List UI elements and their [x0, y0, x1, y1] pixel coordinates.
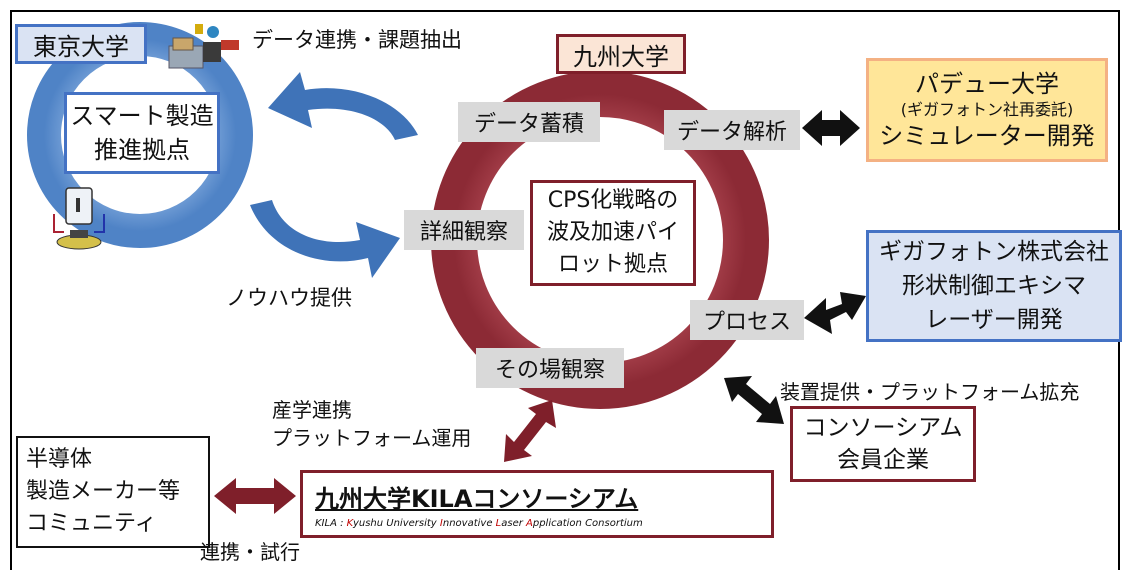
ring-label-onsite: その場観察 — [476, 348, 624, 388]
industry-arrow-label-line2: プラットフォーム運用 — [272, 426, 472, 450]
tokyo-name: 東京大学 — [33, 32, 129, 61]
kyushu-center-box: CPS化戦略の 波及加速パイ ロット拠点 — [530, 180, 696, 286]
kila-double-arrow — [504, 400, 556, 462]
tokyo-name-box: 東京大学 — [15, 24, 147, 64]
ring-label-process-text: プロセス — [702, 310, 791, 335]
top-arrow-label: データ連携・課題抽出 — [252, 28, 462, 52]
gigaphoton-box: ギガフォトン株式会社 形状制御エキシマ レーザー開発 — [866, 230, 1122, 342]
ring-label-detailed: 詳細観察 — [404, 210, 524, 250]
gigaphoton-line1: ギガフォトン株式会社 — [879, 239, 1109, 265]
purdue-double-arrow — [802, 110, 860, 146]
kila-sub-i: I — [439, 518, 443, 529]
kila-sub-aser: aser — [501, 518, 527, 529]
consortium-members-line2: 会員企業 — [837, 447, 929, 473]
gigaphoton-double-arrow — [804, 292, 866, 334]
machine-cluster-icon — [168, 24, 239, 69]
purdue-line2: (ギガフォトン社再委託) — [900, 100, 1074, 119]
ring-label-detailed-text: 詳細観察 — [419, 220, 508, 245]
frame-left-border — [10, 10, 12, 570]
industry-arrow-label: 産学連携 プラットフォーム運用 — [272, 396, 471, 452]
purdue-box: パデュー大学 (ギガフォトン社再委託) シミュレーター開発 — [866, 58, 1108, 162]
gigaphoton-line3: レーザー開発 — [925, 307, 1063, 333]
consortium-members-line1: コンソーシアム — [803, 415, 963, 441]
consortium-members-box: コンソーシアム 会員企業 — [790, 406, 976, 482]
bottom-curved-arrow — [250, 200, 400, 278]
smartphone-lab-icon — [53, 187, 105, 250]
kila-sub-pplication: pplication Consortium — [532, 518, 643, 529]
community-line3: コミュニティ — [26, 511, 157, 536]
top-curved-arrow — [268, 72, 418, 140]
kyushu-center-line3: ロット拠点 — [557, 252, 668, 277]
community-line1: 半導体 — [26, 447, 93, 472]
kila-sub-k: K — [346, 518, 353, 529]
community-box: 半導体 製造メーカー等 コミュニティ — [16, 436, 210, 548]
kyushu-center-line2: 波及加速パイ — [546, 220, 679, 245]
bottom-arrow-label: ノウハウ提供 — [226, 286, 352, 310]
ring-label-onsite-text: その場観察 — [494, 358, 605, 383]
ring-label-analyze-text: データ解析 — [676, 120, 787, 145]
kyushu-name-box: 九州大学 — [556, 34, 686, 74]
ring-label-analyze: データ解析 — [664, 110, 800, 150]
community-double-arrow — [214, 478, 296, 514]
frame-top-border — [10, 10, 1120, 14]
kila-title: 九州大学KILAコンソーシアム — [315, 485, 639, 513]
kyushu-center-line1: CPS化戦略の — [547, 188, 679, 213]
kila-sub-a: A — [526, 518, 533, 529]
industry-arrow-label-line1: 産学連携 — [272, 398, 352, 422]
kila-box: 九州大学KILAコンソーシアム KILA : Kyushu University… — [300, 470, 774, 538]
tokyo-center-line2: 推進拠点 — [94, 136, 190, 164]
ring-label-process: プロセス — [690, 300, 804, 340]
gigaphoton-line2: 形状制御エキシマ — [902, 273, 1086, 299]
community-line2: 製造メーカー等 — [26, 479, 181, 504]
equipment-arrow-label: 装置提供・プラットフォーム拡充 — [780, 380, 1080, 404]
tokyo-center-box: スマート製造 推進拠点 — [64, 92, 220, 174]
ring-label-accumulate: データ蓄積 — [458, 102, 600, 142]
members-double-arrow — [724, 376, 784, 424]
trial-arrow-label: 連携・試行 — [200, 540, 300, 564]
kila-sub-yushu: yushu University — [352, 518, 440, 529]
ring-label-accumulate-text: データ蓄積 — [473, 112, 584, 137]
kyushu-name: 九州大学 — [573, 42, 669, 71]
kila-subtitle: KILA : Kyushu University Innovative Lase… — [315, 518, 643, 529]
kila-sub-nnovative: nnovative — [442, 518, 496, 529]
kila-sub-l: L — [495, 518, 502, 529]
purdue-line1: パデュー大学 — [915, 70, 1059, 98]
purdue-line3: シミュレーター開発 — [879, 122, 1095, 150]
tokyo-center-line1: スマート製造 — [70, 102, 214, 130]
kila-sub-prefix: KILA : — [315, 518, 347, 529]
